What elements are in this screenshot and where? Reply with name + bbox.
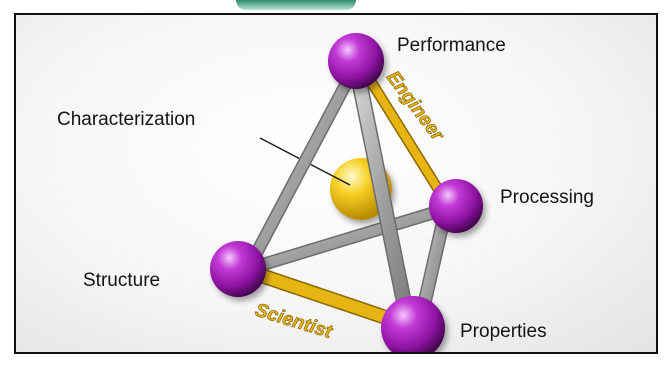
performance-label: Performance — [397, 35, 506, 56]
structure-label: Structure — [83, 270, 161, 291]
scientist-label: Scientist — [253, 300, 336, 343]
header-decoration — [236, 0, 356, 10]
structure-sphere — [210, 241, 266, 297]
processing-label: Processing — [500, 187, 594, 208]
properties-sphere — [381, 296, 445, 352]
diagram-frame: Engineer Scientist Performance Processin… — [14, 13, 658, 354]
rod-structure-processing — [241, 202, 453, 276]
rod-performance-structure — [241, 58, 363, 276]
tetrahedron-diagram: Engineer Scientist — [210, 33, 483, 352]
processing-sphere — [429, 179, 483, 233]
characterization-label: Characterization — [57, 109, 196, 130]
rod-structure-properties-scientist — [240, 263, 416, 333]
rod-performance-processing-engineer — [356, 61, 454, 211]
properties-label: Properties — [460, 321, 547, 342]
performance-sphere — [328, 33, 384, 89]
rod-performance-properties — [348, 57, 417, 335]
